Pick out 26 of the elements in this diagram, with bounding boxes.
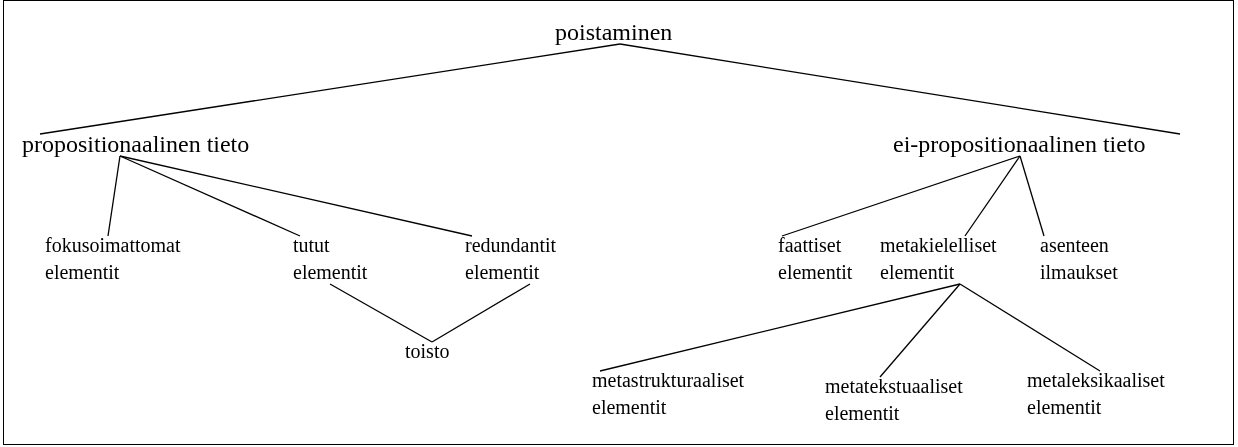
node-label: metaleksikaaliset elementit (1027, 367, 1165, 421)
tree-line (119, 155, 301, 237)
tree-line (1019, 155, 1045, 237)
node-label: ei-propositionaalinen tieto (893, 130, 1146, 158)
node-label: toisto (405, 338, 450, 365)
tree-line (599, 283, 961, 372)
tree-line (619, 43, 1181, 135)
tree-line (781, 155, 1021, 237)
node-label: metastrukturaaliset elementit (592, 367, 745, 421)
tree-line (329, 283, 433, 343)
node-label: faattiset elementit (778, 232, 853, 286)
node-label: metakielelliset elementit (880, 232, 997, 286)
tree-line (107, 155, 121, 237)
node-label: metatekstuaaliset elementit (825, 373, 963, 427)
node-label: poistaminen (555, 18, 673, 46)
tree-line (431, 283, 531, 343)
node-label: redundantit elementit (465, 232, 557, 286)
tree-line (119, 155, 473, 237)
node-label: propositionaalinen tieto (22, 130, 250, 158)
node-label: asenteen ilmaukset (1040, 232, 1118, 286)
tree-line (39, 43, 621, 135)
node-label: tutut elementit (293, 232, 368, 286)
node-label: fokusoimattomat elementit (45, 232, 181, 286)
tree-line (964, 155, 1021, 237)
tree-line (959, 283, 1101, 372)
tree-line (879, 283, 961, 378)
